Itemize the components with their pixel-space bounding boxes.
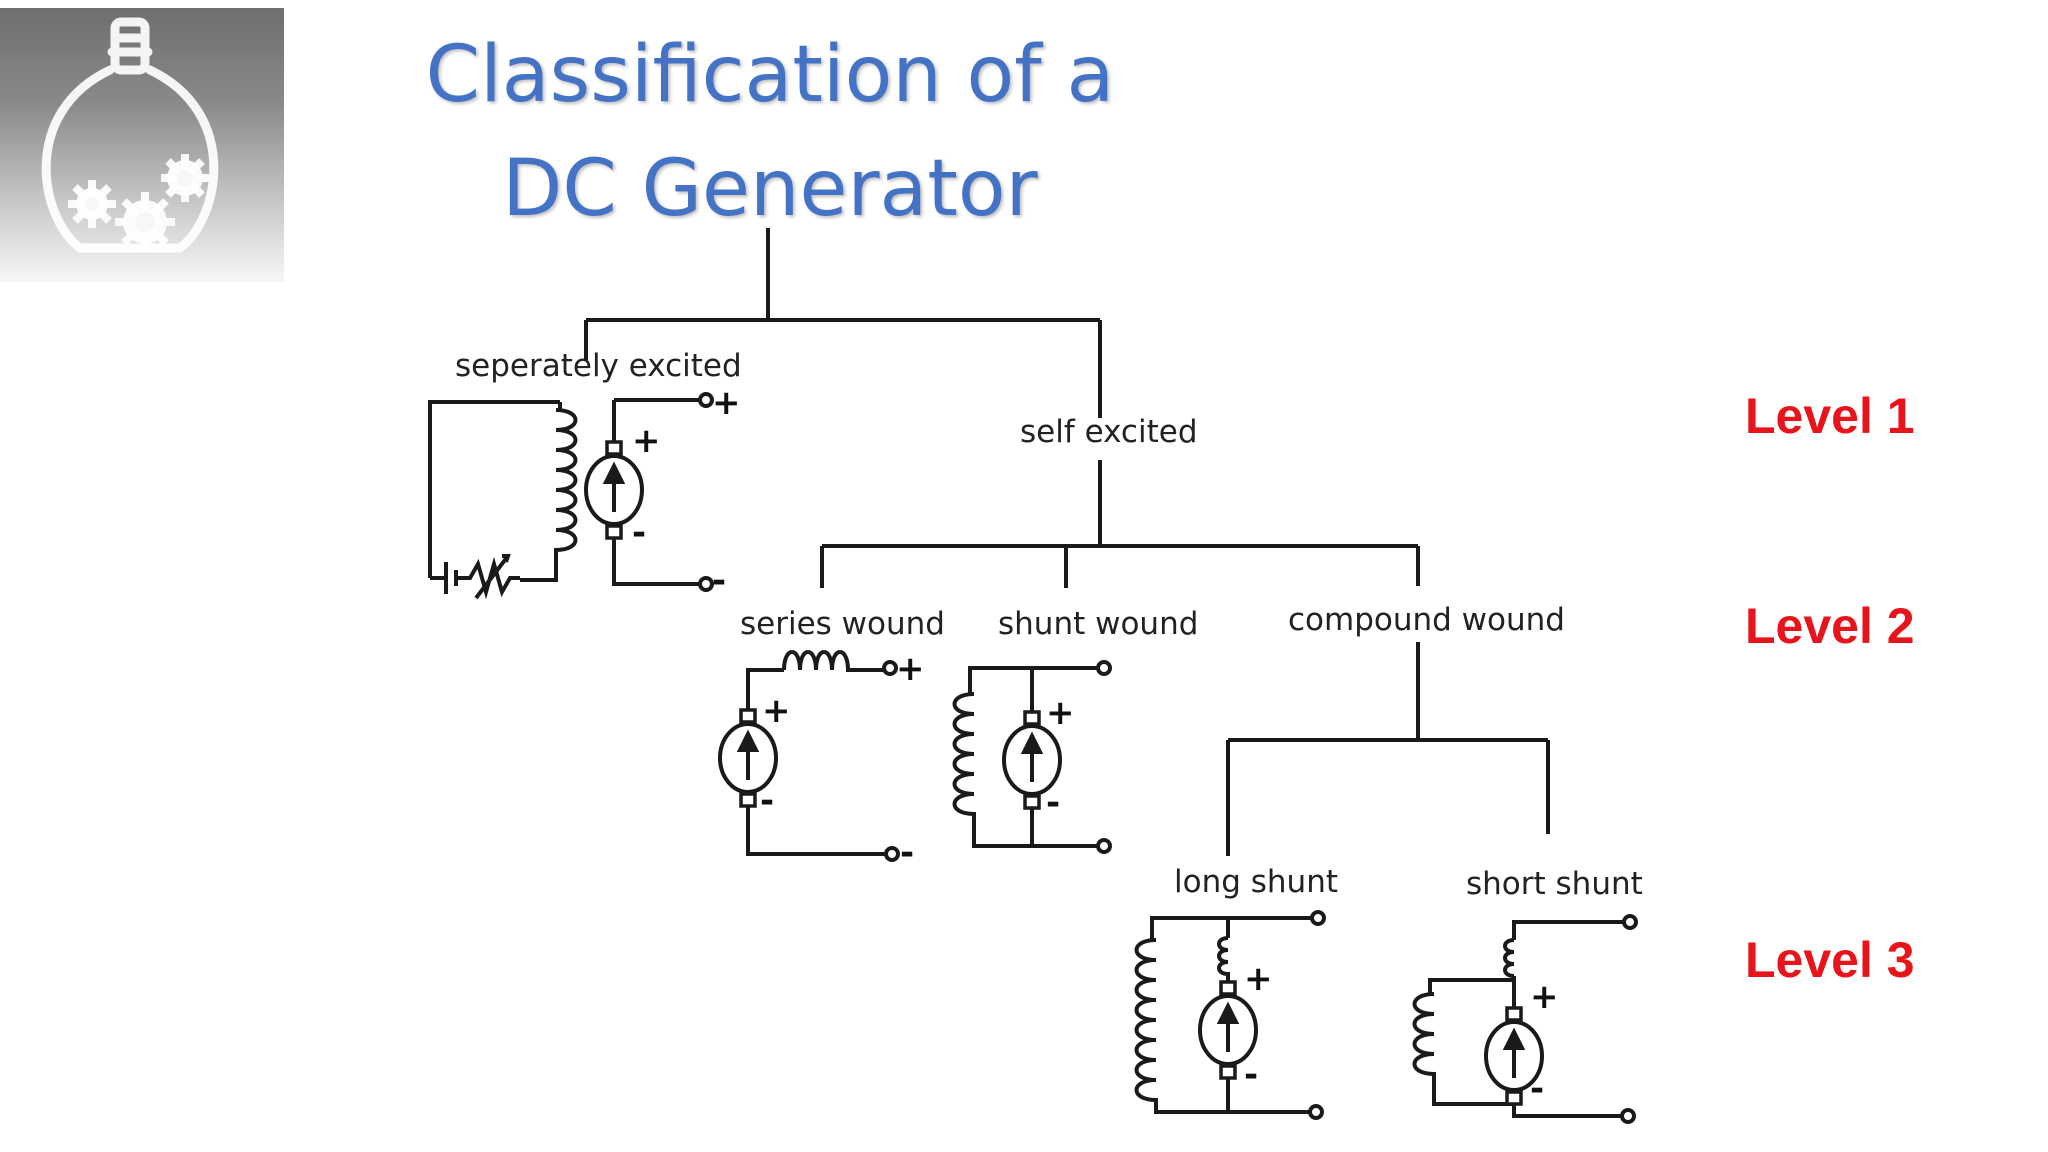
level-3-label: Level 3 — [1745, 932, 1915, 988]
level-1-label: Level 1 — [1745, 388, 1915, 444]
circuit-long-shunt — [1134, 910, 1326, 1120]
armature-minus-short: - — [1530, 1069, 1544, 1109]
armature-minus-shunt: - — [1046, 783, 1060, 823]
armature-plus-series: + — [762, 691, 791, 731]
node-shunt-wound: shunt wound — [998, 606, 1198, 642]
node-separately-excited: seperately excited — [455, 348, 742, 384]
logo-tile — [0, 8, 284, 282]
armature-minus-long: - — [1244, 1055, 1258, 1095]
node-series-wound: series wound — [740, 606, 945, 642]
armature-minus-sep: - — [632, 513, 646, 553]
level-2-label: Level 2 — [1745, 598, 1915, 654]
tree-connectors — [584, 228, 1550, 856]
circuit-separately-excited — [428, 392, 714, 600]
armature-plus-short: + — [1530, 977, 1559, 1017]
node-self-excited: self excited — [1020, 414, 1198, 450]
armature-plus-long: + — [1244, 959, 1273, 999]
terminal-plus-series: + — [896, 649, 925, 689]
armature-plus-shunt: + — [1046, 693, 1075, 733]
title-line-1: Classification of a — [425, 30, 1115, 120]
page-title: Classification of a DC Generator — [330, 18, 1210, 246]
circuit-series-wound — [718, 650, 900, 862]
node-short-shunt: short shunt — [1466, 866, 1643, 902]
armature-minus-series: - — [760, 781, 774, 821]
circuit-short-shunt — [1412, 914, 1638, 1124]
terminal-minus-series: - — [900, 833, 914, 873]
terminal-minus-sep: - — [712, 561, 726, 601]
title-line-2: DC Generator — [502, 144, 1038, 234]
node-long-shunt: long shunt — [1174, 864, 1338, 900]
terminal-plus-sep: + — [712, 383, 741, 423]
lightbulb-gears-icon — [41, 17, 219, 253]
node-compound-wound: compound wound — [1288, 602, 1565, 638]
circuit-shunt-wound — [952, 660, 1112, 854]
armature-plus-sep: + — [632, 421, 661, 461]
